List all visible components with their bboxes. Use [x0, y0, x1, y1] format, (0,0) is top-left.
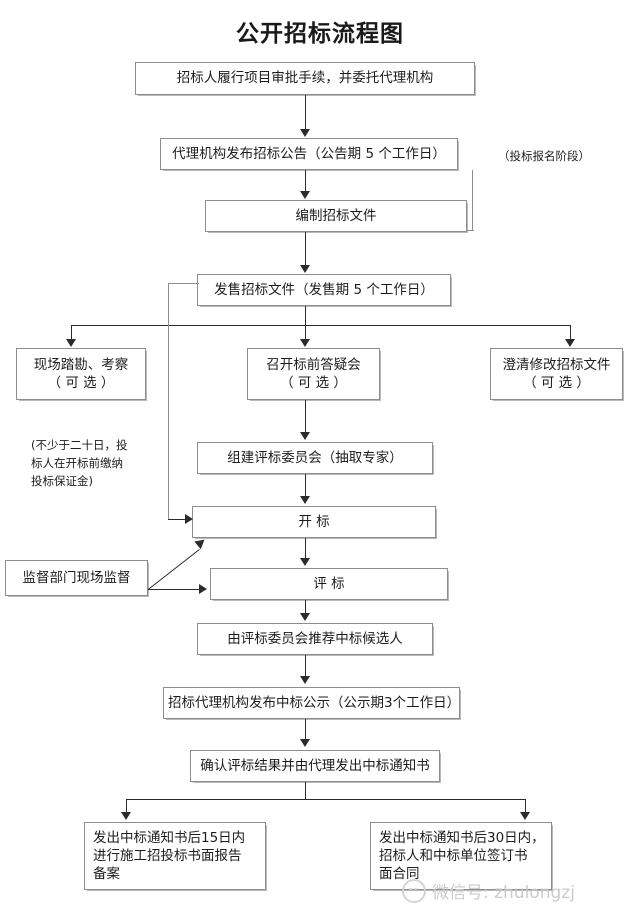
node-bid-evaluation[interactable]: 评 标	[210, 568, 448, 600]
arrowhead-form-committee	[300, 432, 310, 440]
connector-right-bracket-foot	[466, 230, 474, 231]
page-title: 公开招标流程图	[236, 21, 404, 47]
arrowhead-report-filing	[121, 812, 131, 820]
connector-drop-site-survey	[71, 325, 72, 340]
connector-approval-announcement	[305, 95, 306, 130]
connector-drop-clarify-docs	[570, 325, 571, 340]
connector-announcement-right-bracket	[472, 170, 473, 230]
arrowhead-bid-opening-top	[300, 496, 310, 504]
arrowhead-bid-evaluation-top	[300, 558, 310, 566]
arrowhead-announcement	[300, 129, 310, 137]
node-supervision[interactable]: 监督部门现场监督	[5, 560, 148, 596]
arrowhead-publicity	[300, 676, 310, 684]
arrowhead-bid-opening-left	[185, 514, 193, 524]
connector-sell-feedback-top	[168, 283, 199, 284]
connector-evaluation-recommend	[305, 600, 306, 614]
connector-publicity-confirm	[305, 719, 306, 740]
connector-recommend-publicity	[305, 655, 306, 677]
node-prepare-docs[interactable]: 编制招标文件	[205, 200, 467, 232]
node-confirm-notice[interactable]: 确认评标结果并由代理发出中标通知书	[190, 750, 440, 782]
node-sell-docs[interactable]: 发售招标文件（发售期 5 个工作日）	[197, 274, 451, 306]
arrowhead-prepare-docs	[300, 191, 310, 199]
node-form-committee[interactable]: 组建评标委员会（抽取专家）	[197, 442, 433, 474]
node-publicity[interactable]: 招标代理机构发布中标公示（公示期3个工作日）	[163, 687, 460, 719]
connector-sell-distribution	[305, 306, 306, 325]
node-announcement[interactable]: 代理机构发布招标公告（公告期 5 个工作日）	[160, 138, 458, 170]
node-bid-opening[interactable]: 开 标	[192, 506, 436, 538]
connector-drop-qa-meeting	[305, 325, 306, 340]
note-bid-registration-stage: （投标报名阶段）	[498, 149, 590, 163]
connector-supervision-opening	[148, 548, 200, 590]
connector-supervision-evaluation	[148, 589, 200, 590]
connector-confirm-split	[305, 782, 306, 799]
node-qa-meeting[interactable]: 召开标前答疑会 （ 可 选 ）	[247, 348, 380, 400]
connector-opening-evaluation	[305, 538, 306, 559]
arrowhead-bid-evaluation-left	[199, 584, 207, 594]
note-deposit: (不少于二十日，投 标人在开标前缴纳 投标保证金)	[31, 438, 128, 488]
arrowhead-sign-contract	[520, 812, 530, 820]
arrowhead-recommend-candidates	[300, 613, 310, 621]
connector-qa-form-committee	[305, 400, 306, 433]
connector-committee-opening	[305, 474, 306, 497]
arrowhead-sell-docs	[300, 265, 310, 273]
arrowhead-qa-meeting	[300, 339, 310, 347]
node-site-survey[interactable]: 现场踏勘、考察 （ 可 选 ）	[16, 348, 146, 400]
node-report-filing[interactable]: 发出中标通知书后15日内 进行施工招投标书面报告 备案	[84, 822, 266, 890]
connector-drop-sign-contract	[525, 799, 526, 813]
node-approval[interactable]: 招标人履行项目审批手续，并委托代理机构	[135, 62, 475, 95]
arrowhead-confirm-notice	[300, 739, 310, 747]
arrowhead-site-survey	[66, 339, 76, 347]
node-sign-contract[interactable]: 发出中标通知书后30日内， 招标人和中标单位签订书 面合同	[370, 822, 552, 890]
connector-prepare-sell	[305, 232, 306, 266]
connector-sell-feedback-vertical	[168, 283, 169, 519]
connector-sell-feedback-into-opening	[168, 519, 186, 520]
connector-distribution-bar	[71, 325, 571, 326]
connector-bottom-split-bar	[126, 799, 526, 800]
connector-announcement-prepare	[305, 170, 306, 192]
arrowhead-clarify-docs	[565, 339, 575, 347]
node-clarify-docs[interactable]: 澄清修改招标文件 （ 可 选 ）	[490, 348, 623, 400]
connector-drop-report-filing	[126, 799, 127, 813]
node-recommend-candidates[interactable]: 由评标委员会推荐中标候选人	[197, 623, 433, 655]
